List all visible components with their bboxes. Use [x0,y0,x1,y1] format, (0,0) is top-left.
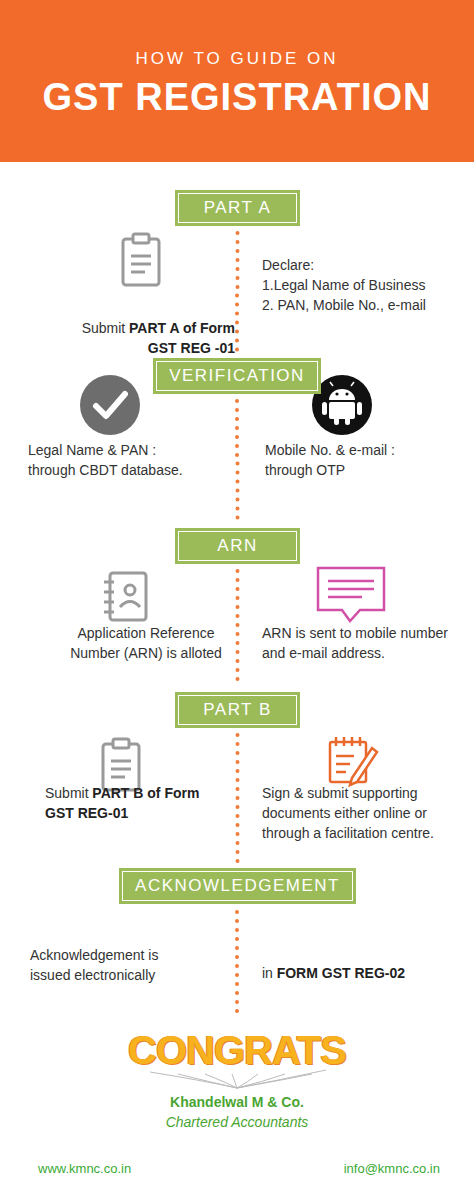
firm-subtitle: Chartered Accountants [166,1114,309,1130]
balloon-strings [150,1070,326,1088]
section-header-box: PART B [175,692,300,728]
step-text: Submit [82,320,126,336]
firm-name: Khandelwal M & Co. [170,1094,304,1110]
email-text: info@kmnc.co.in [290,1158,440,1179]
note-text: Application Reference Number (ARN) is al… [70,625,222,661]
title-text: GST REGISTRATION [0,76,474,119]
dotted-connector [236,571,240,687]
section-header-text: PART A [204,198,272,218]
note-text: FORM GST REG-02 [277,965,405,981]
firm-name: Khandelwal M & Co. [0,1092,474,1112]
note-text: Application Reference Number (ARN) is al… [52,623,240,663]
section-header-box: ACKNOWLEDGEMENT [119,868,356,904]
website-text: www.kmnc.co.in [38,1158,198,1179]
note-text: Sign & submit supporting documents eithe… [262,785,434,841]
note-text: Legal Name & PAN : through CBDT database… [28,440,196,480]
dotted-connector [235,233,240,353]
section-header-box: ARN [175,528,300,564]
dotted-connector [236,735,240,863]
website-text: www.kmnc.co.in [38,1161,131,1176]
congrats-text: CONGRATS [128,1028,346,1072]
note-text: in [262,965,273,981]
declare-text: 1.Legal Name of Business [262,275,467,295]
declare-text: 2. PAN, Mobile No., e-mail [262,295,467,315]
step-text: SubmitPART B of Form GST REG-01 [45,783,219,823]
declare-text: Declare: [262,255,467,275]
clipboard-icon [103,739,139,790]
step-text: SubmitPART A of Form GST REG -01 [80,318,235,358]
section-header-text: VERIFICATION [169,366,305,386]
dotted-line [235,912,239,1015]
note-text: Legal Name & PAN : through CBDT database… [28,442,183,478]
note-text: ARN is sent to mobile number and e-mail … [262,625,448,661]
subtitle-text: HOW TO GUIDE ON [0,48,474,70]
section-header-text: PART B [203,700,272,720]
address-book-icon [104,573,146,620]
note-text: Acknowledgement is issued electronically [30,945,190,985]
dotted-connector [235,401,240,523]
firm-subtitle: Chartered Accountants [0,1112,474,1132]
step-text: Submit [45,785,89,801]
email-text: info@kmnc.co.in [344,1161,440,1176]
note-text: Acknowledgement is issued electronically [30,947,158,983]
step-text: PART A of Form GST REG -01 [129,320,235,356]
note-text: Sign & submit supporting documents eithe… [262,783,468,843]
speech-bubble-icon [318,568,384,621]
note-text: inFORM GST REG-02 [262,963,468,983]
congrats-text: CONGRATS [112,1028,362,1072]
section-header-text: ARN [217,536,257,556]
subtitle-text: HOW TO GUIDE ON [135,49,338,68]
section-header-box: PART A [175,190,300,226]
declare-text: Declare:1.Legal Name of Business2. PAN, … [262,255,467,315]
section-header-text: ACKNOWLEDGEMENT [135,876,340,896]
notepad-icon [330,737,377,785]
section-header-box: VERIFICATION [153,358,321,394]
android-icon [312,375,372,435]
clipboard-icon [123,234,159,285]
note-text: Mobile No. & e-mail : through OTP [265,440,417,480]
note-text: Mobile No. & e-mail : through OTP [265,442,395,478]
check-icon [80,375,140,435]
note-text: ARN is sent to mobile number and e-mail … [262,623,468,663]
